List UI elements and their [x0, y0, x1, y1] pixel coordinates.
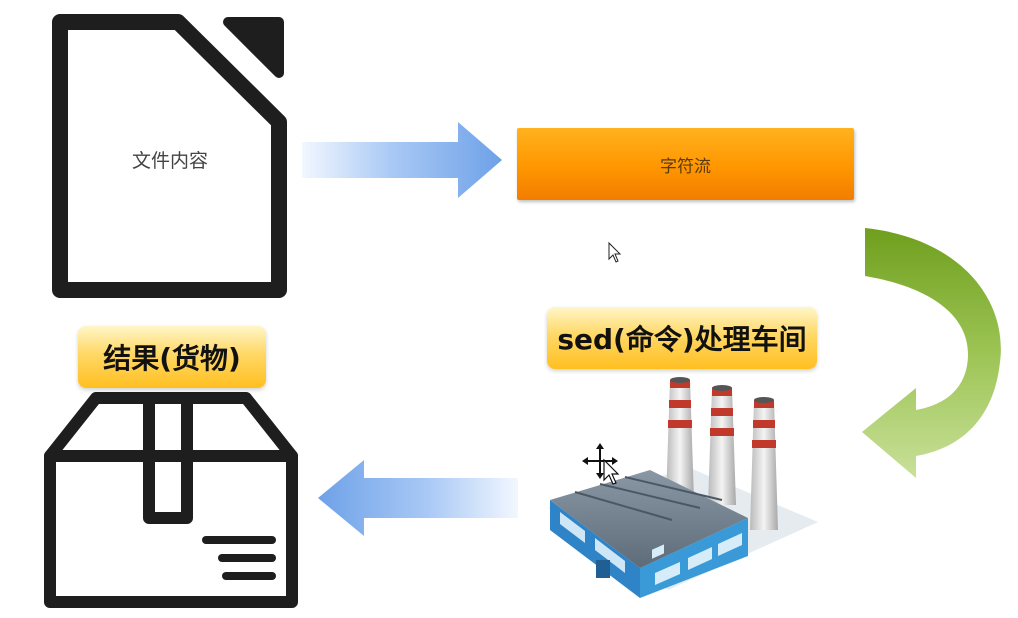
chimney-icon	[666, 377, 694, 500]
result-label: 结果(货物)	[103, 342, 241, 375]
sed-workshop-label: sed(命令)处理车间	[557, 323, 807, 356]
chimney-icon	[750, 397, 778, 530]
result-tag: 结果(货物)	[78, 326, 266, 388]
cursor-arrow-icon	[608, 241, 622, 263]
arrow-left-icon	[318, 460, 518, 536]
sed-workshop-tag: sed(命令)处理车间	[547, 307, 817, 369]
factory-icon	[548, 377, 818, 598]
chimney-icon	[708, 385, 736, 505]
move-cursor-icon	[582, 443, 620, 485]
document-icon	[52, 14, 287, 298]
document-content-label: 文件内容	[131, 150, 208, 172]
box-icon	[44, 392, 298, 608]
character-stream-label: 字符流	[660, 156, 711, 177]
curved-arrow-icon	[862, 228, 1001, 478]
character-stream-box: 字符流	[517, 128, 854, 200]
arrow-right-icon	[302, 122, 502, 198]
